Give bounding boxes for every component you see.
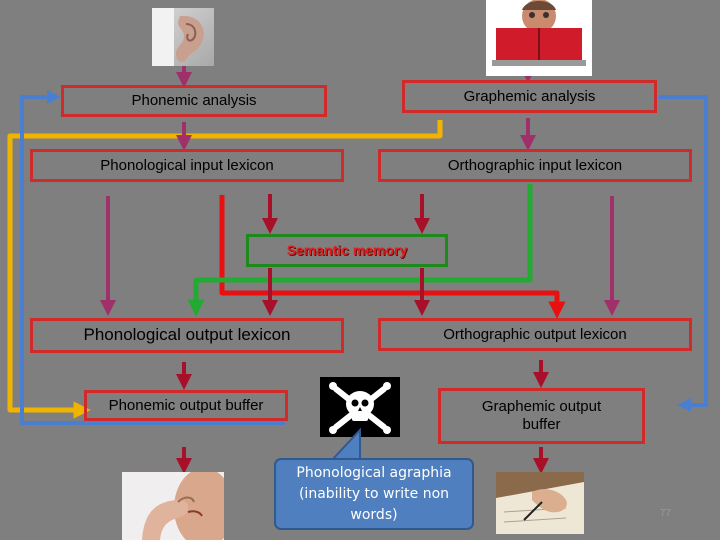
- graphemic-analysis-label: Graphemic analysis: [463, 87, 596, 105]
- orthographic-input-lexicon-box: Orthographic input lexicon: [378, 149, 692, 182]
- route-yellow: [7, 120, 443, 419]
- phonemic-output-buffer-label: Phonemic output buffer: [108, 396, 264, 414]
- phonemic-analysis-label: Phonemic analysis: [131, 92, 257, 109]
- callout-line-1: Phonological agraphia: [296, 465, 452, 481]
- phonemic-analysis-box: Phonemic analysis: [61, 85, 327, 117]
- route-blue-right: [658, 95, 708, 412]
- semantic-memory-label: Semantic memory: [286, 242, 408, 259]
- semantic-memory-box: Semantic memory: [246, 234, 448, 267]
- phonological-agraphia-callout: Phonological agraphia (inability to writ…: [274, 458, 474, 530]
- phonological-output-lexicon-box: Phonological output lexicon: [30, 318, 344, 353]
- graphemic-output-buffer-box: Graphemic output buffer: [438, 388, 645, 444]
- graphemic-output-buffer-label: Graphemic output buffer: [481, 398, 602, 433]
- orthographic-output-lexicon-label: Orthographic output lexicon: [443, 325, 627, 343]
- mouth-hand-photo: [122, 472, 224, 540]
- orthographic-input-lexicon-label: Orthographic input lexicon: [447, 156, 623, 174]
- ear-photo: [152, 8, 214, 66]
- graphemic-analysis-box: Graphemic analysis: [402, 80, 657, 113]
- writing-hand-photo: [496, 472, 584, 534]
- route-green: [187, 184, 533, 317]
- page-number: 77: [660, 508, 672, 519]
- reading-person-photo: [486, 0, 592, 76]
- callout-pointer: [329, 428, 361, 461]
- phonological-input-lexicon-box: Phonological input lexicon: [30, 149, 344, 182]
- phonological-output-lexicon-label: Phonological output lexicon: [83, 325, 291, 345]
- skull-crossbones-icon: [320, 377, 400, 437]
- route-blue-left: [20, 90, 285, 425]
- route-red: [219, 195, 566, 319]
- callout-line-2: (inability to write non: [298, 486, 450, 502]
- phonological-input-lexicon-label: Phonological input lexicon: [100, 156, 274, 174]
- orthographic-output-lexicon-box: Orthographic output lexicon: [378, 318, 692, 351]
- callout-line-3: words): [350, 507, 398, 523]
- phonemic-output-buffer-box: Phonemic output buffer: [84, 390, 288, 421]
